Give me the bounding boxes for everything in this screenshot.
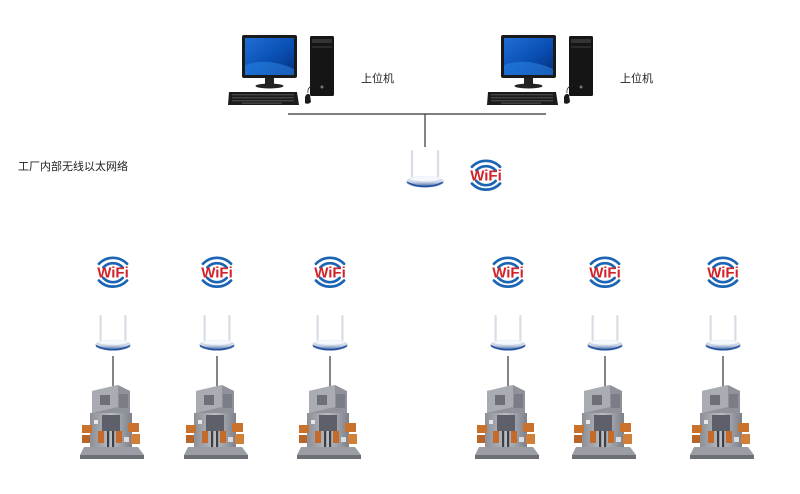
router-icon (490, 315, 526, 351)
press-machine-icon (475, 385, 539, 459)
client-node: WiFi (184, 256, 248, 459)
press-machine-icon (690, 385, 754, 459)
wifi-logo-text: WiFi (589, 265, 621, 282)
central-wifi-logo: WiFi (470, 159, 502, 191)
computer-icon (228, 35, 335, 106)
wifi-logo-text: WiFi (97, 265, 129, 282)
client-node: WiFi (690, 256, 754, 459)
press-machine-icon (80, 385, 144, 459)
client-node: WiFi (297, 256, 361, 459)
client-nodes: WiFi WiFi WiFi WiFi WiFi WiFi (80, 256, 754, 459)
client-node: WiFi (475, 256, 539, 459)
upper-computer-label-right: 上位机 (620, 72, 653, 85)
press-machine-icon (184, 385, 248, 459)
wifi-logo-text: WiFi (492, 265, 524, 282)
upper-computer-left (228, 35, 335, 106)
network-label: 工厂内部无线以太网络 (18, 160, 128, 173)
upper-computer-label-left: 上位机 (361, 72, 394, 85)
upper-computer-right (487, 35, 594, 106)
wifi-logo-text: WiFi (707, 265, 739, 282)
wifi-logo-text: WiFi (470, 168, 502, 185)
router-icon (705, 315, 741, 351)
wifi-logo-text: WiFi (201, 265, 233, 282)
press-machine-icon (297, 385, 361, 459)
router-icon (312, 315, 348, 351)
wifi-logo-text: WiFi (314, 265, 346, 282)
press-machine-icon (572, 385, 636, 459)
central-router-icon (406, 150, 444, 188)
connection-lines (288, 113, 546, 147)
client-node: WiFi (572, 256, 636, 459)
computer-icon (487, 35, 594, 106)
router-icon (587, 315, 623, 351)
router-icon (95, 315, 131, 351)
client-node: WiFi (80, 256, 144, 459)
router-icon (199, 315, 235, 351)
